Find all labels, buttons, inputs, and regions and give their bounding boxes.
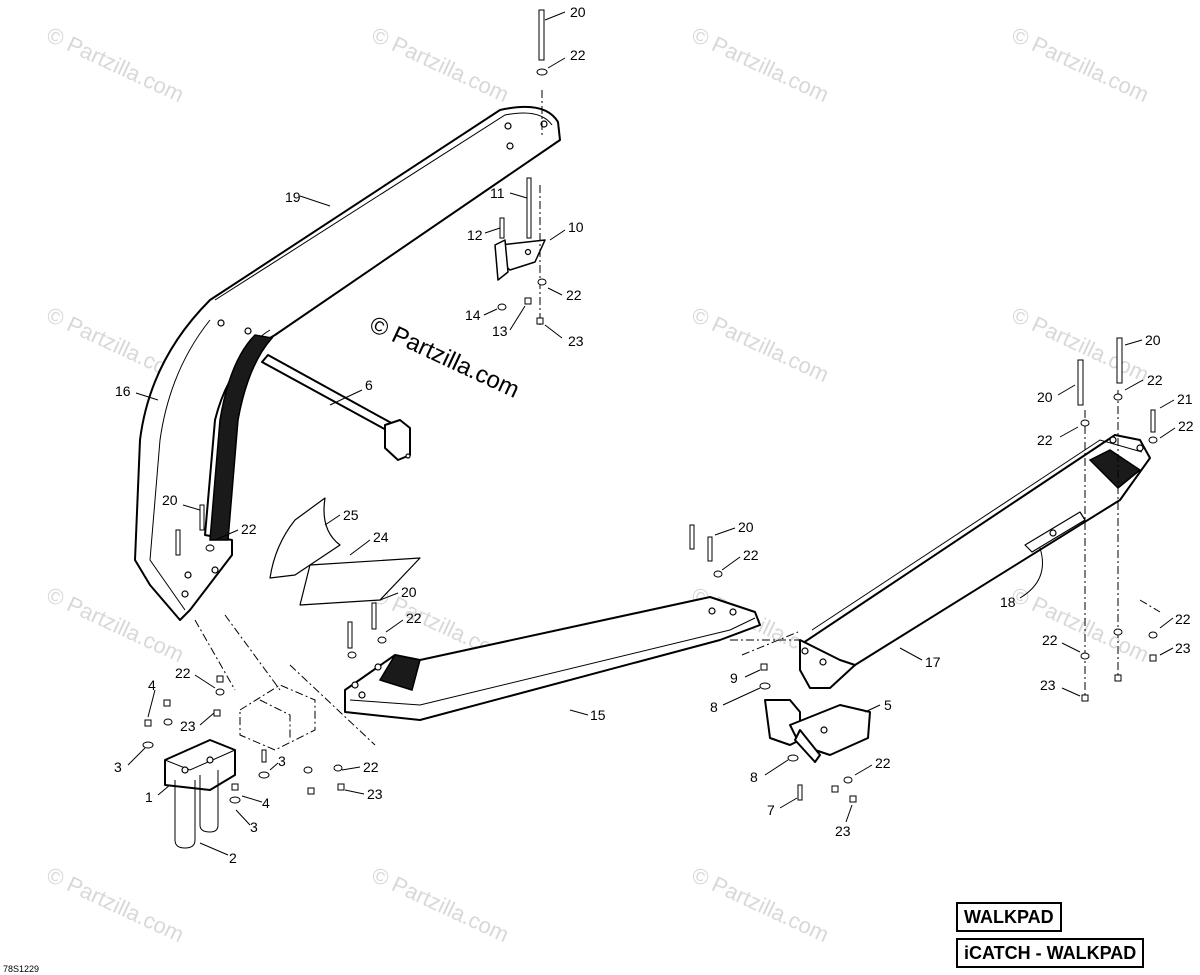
callout-22: 22 xyxy=(1175,611,1191,627)
callout-18: 18 xyxy=(1000,594,1016,610)
callout-22: 22 xyxy=(363,759,379,775)
icatch-walkpad-tag: iCATCH - WALKPAD xyxy=(956,938,1145,968)
callout-23: 23 xyxy=(1040,677,1056,693)
callout-24: 24 xyxy=(373,529,389,545)
callout-25: 25 xyxy=(343,507,359,523)
callout-22: 22 xyxy=(406,610,422,626)
callout-5: 5 xyxy=(884,697,892,713)
crossbar xyxy=(261,354,411,461)
drawing-number: 78S1229 xyxy=(3,964,39,974)
callout-22: 22 xyxy=(175,665,191,681)
callout-3: 3 xyxy=(278,753,286,769)
callout-23: 23 xyxy=(568,333,584,349)
callout-8: 8 xyxy=(750,769,758,785)
callout-22: 22 xyxy=(1147,372,1163,388)
callout-22: 22 xyxy=(241,521,257,537)
callout-3: 3 xyxy=(114,759,122,775)
walkpad-rail xyxy=(799,434,1151,689)
callouts: 20 22 19 11 10 12 22 14 13 23 6 16 20 22… xyxy=(114,4,1194,866)
callout-22: 22 xyxy=(570,47,586,63)
callout-9: 9 xyxy=(730,670,738,686)
callout-23: 23 xyxy=(367,786,383,802)
callout-4: 4 xyxy=(262,795,270,811)
decals xyxy=(269,497,421,606)
hardware xyxy=(142,9,1158,804)
callout-1: 1 xyxy=(145,789,153,805)
callout-20: 20 xyxy=(738,519,754,535)
callout-13: 13 xyxy=(492,323,508,339)
u-bolt-bracket xyxy=(164,739,236,849)
callout-8: 8 xyxy=(710,699,718,715)
mount-plate xyxy=(494,239,546,281)
watermark: © Partzilla.com xyxy=(43,862,188,947)
callout-20: 20 xyxy=(401,584,417,600)
hitch-box-ghost xyxy=(239,684,316,751)
callout-10: 10 xyxy=(568,219,584,235)
callout-15: 15 xyxy=(590,707,606,723)
watermark: © Partzilla.com xyxy=(1008,582,1153,667)
watermark: © Partzilla.com xyxy=(688,862,833,947)
watermark: © Partzilla.com xyxy=(1008,22,1153,107)
callout-12: 12 xyxy=(467,227,483,243)
step-bracket xyxy=(764,699,871,763)
watermark: © Partzilla.com xyxy=(688,302,833,387)
callout-3: 3 xyxy=(250,819,258,835)
walkpad-tag: WALKPAD xyxy=(956,902,1062,932)
front-bumper xyxy=(344,596,761,721)
callout-23: 23 xyxy=(180,718,196,734)
callout-14: 14 xyxy=(465,307,481,323)
callout-11: 11 xyxy=(490,185,505,201)
callout-22: 22 xyxy=(743,547,759,563)
callout-20: 20 xyxy=(570,4,586,20)
arch-bumper xyxy=(134,105,561,621)
callout-7: 7 xyxy=(767,802,775,818)
callout-22: 22 xyxy=(1042,632,1058,648)
callout-16: 16 xyxy=(115,383,131,399)
callout-22: 22 xyxy=(1037,432,1053,448)
callout-6: 6 xyxy=(365,377,373,393)
callout-20: 20 xyxy=(1145,332,1161,348)
callout-20: 20 xyxy=(1037,389,1053,405)
callout-22: 22 xyxy=(875,755,891,771)
callout-2: 2 xyxy=(229,850,237,866)
callout-22: 22 xyxy=(1178,418,1194,434)
watermark: © Partzilla.com xyxy=(368,22,513,107)
callout-4: 4 xyxy=(148,677,156,693)
callout-17: 17 xyxy=(925,654,941,670)
assembly-lines xyxy=(194,90,1161,746)
watermark: © Partzilla.com xyxy=(43,22,188,107)
callout-22: 22 xyxy=(566,287,582,303)
watermark: © Partzilla.com xyxy=(368,862,513,947)
callout-19: 19 xyxy=(285,189,301,205)
callout-23: 23 xyxy=(1175,640,1191,656)
callout-21: 21 xyxy=(1177,391,1193,407)
callout-23: 23 xyxy=(835,823,851,839)
watermark: © Partzilla.com xyxy=(688,22,833,107)
callout-20: 20 xyxy=(162,492,178,508)
